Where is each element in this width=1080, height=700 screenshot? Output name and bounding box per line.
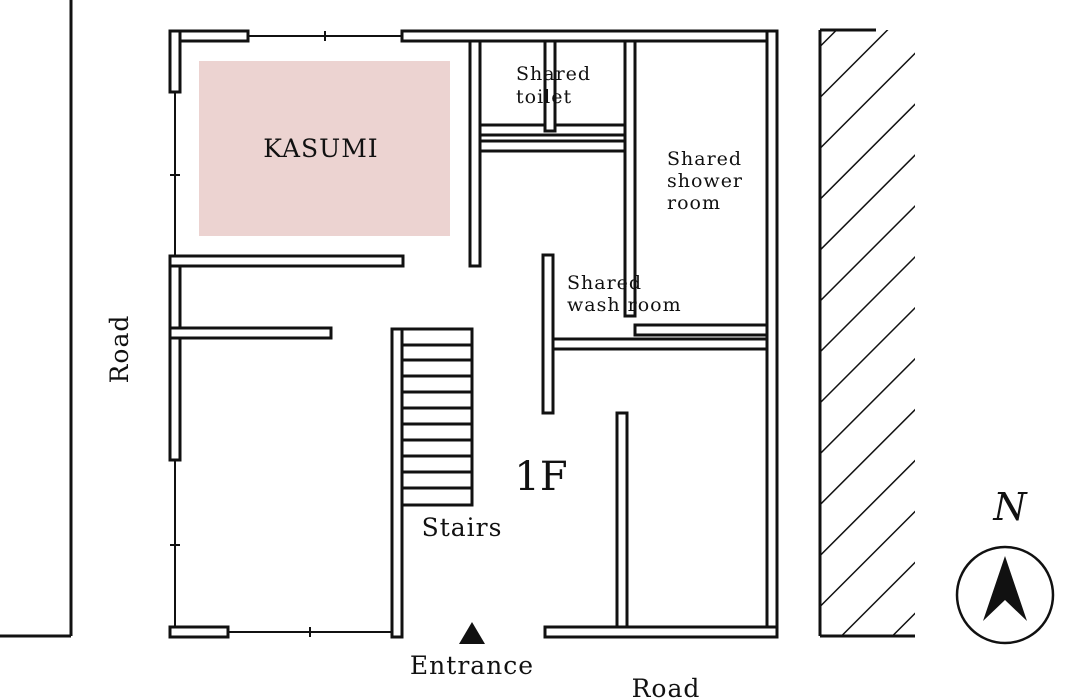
- shared-toilet-label-line-1: Shared: [516, 63, 591, 85]
- walls: [168, 29, 779, 639]
- entrance-label: Entrance: [410, 651, 534, 680]
- exterior-thin-lines: [170, 31, 402, 637]
- compass: [955, 545, 1055, 645]
- west-road-edge: [0, 0, 73, 638]
- shared-shower-room-label-line-3: room: [667, 192, 721, 214]
- shared-shower-room-label-line-2: shower: [667, 170, 743, 192]
- compass-north-label: N: [992, 485, 1028, 529]
- kasumi-room-label: KASUMI: [263, 134, 378, 163]
- stairs-label: Stairs: [422, 513, 503, 542]
- floor-label: 1F: [514, 454, 567, 500]
- kasumi-room-highlight[interactable]: [199, 61, 450, 236]
- shared-shower-room-label-line-1: Shared: [667, 148, 742, 170]
- shared-shower-room-label: Shared shower room: [667, 148, 750, 214]
- shared-wash-room-label-line-1: Shared: [567, 272, 642, 294]
- west-road-label: Road: [105, 315, 134, 384]
- shared-wash-room-label-line-2: wash room: [567, 294, 682, 316]
- shared-wash-room-label: Shared wash room: [567, 272, 682, 316]
- stairs[interactable]: [400, 327, 474, 507]
- shared-toilet-label-line-2: toilet: [516, 86, 572, 108]
- neighbor-building-hatched: [818, 28, 915, 638]
- south-road-label: Road: [632, 674, 701, 700]
- north-arrow-icon: [983, 556, 1027, 621]
- entrance-marker-icon: [459, 622, 485, 644]
- shared-toilet-label: Shared toilet: [516, 63, 598, 108]
